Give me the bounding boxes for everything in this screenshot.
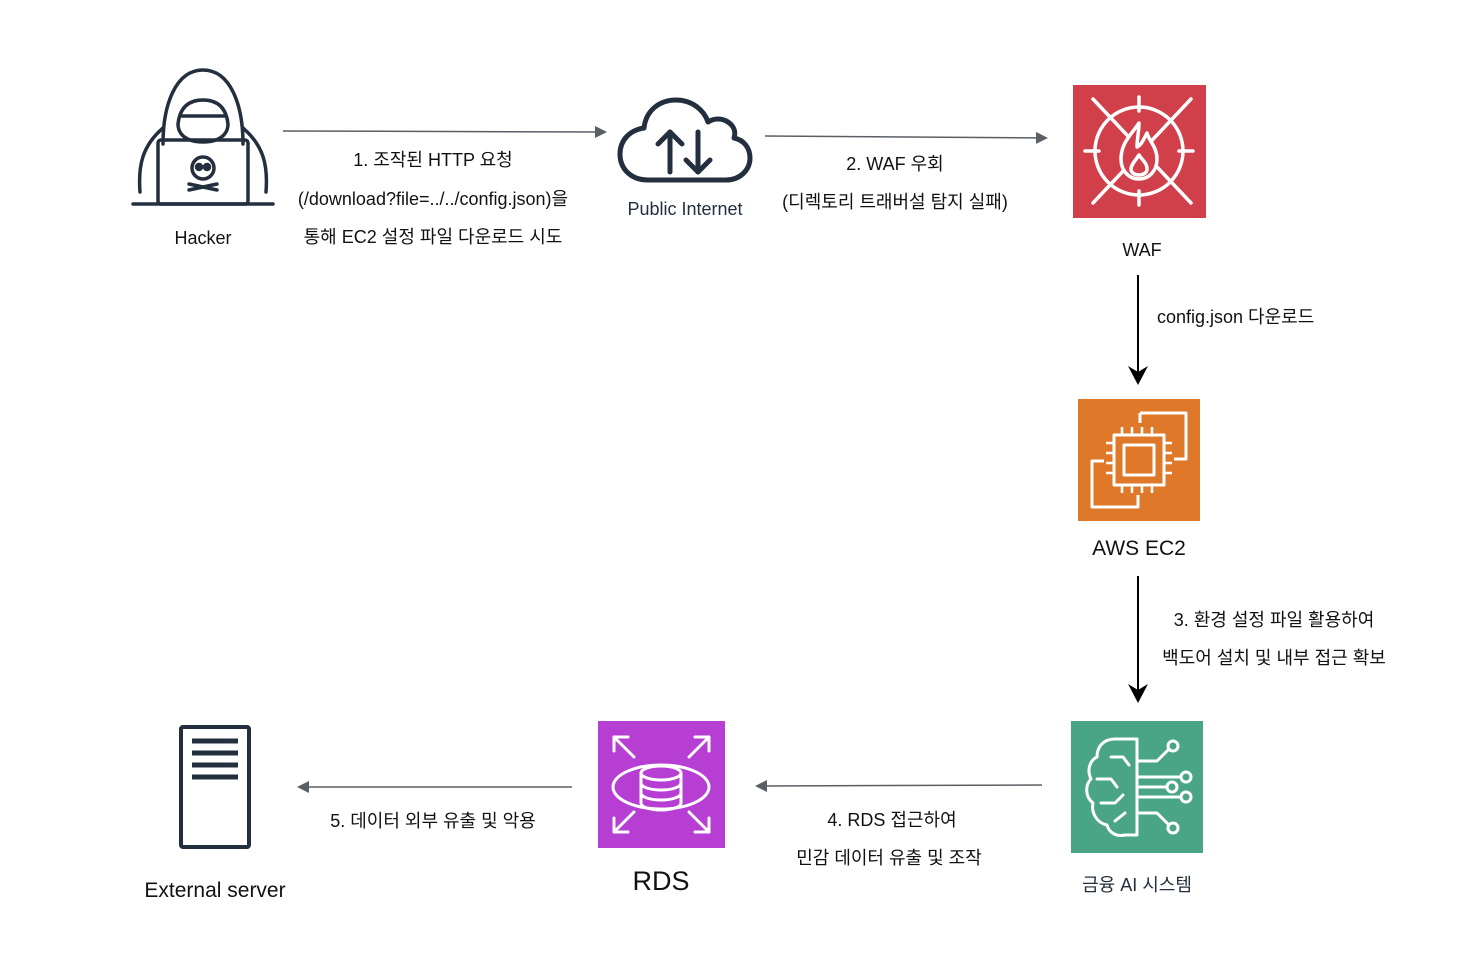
ec2-node bbox=[1078, 399, 1200, 521]
ai-label: 금융 AI 시스템 bbox=[1082, 875, 1192, 895]
external-label: External server bbox=[144, 879, 286, 902]
step3-line2: 백도어 설치 및 내부 접근 확보 bbox=[1162, 648, 1386, 668]
ec2-chip-icon bbox=[1090, 411, 1188, 509]
rds-node bbox=[598, 721, 725, 848]
arrow-ai-to-rds bbox=[755, 779, 1043, 792]
step1-line3: 통해 EC2 설정 파일 다운로드 시도 bbox=[303, 227, 563, 247]
download-label: config.json 다운로드 bbox=[1157, 307, 1315, 327]
external-node bbox=[178, 724, 252, 850]
cloud-icon bbox=[617, 97, 753, 183]
hacker-icon bbox=[131, 68, 275, 206]
step3-line1: 3. 환경 설정 파일 활용하여 bbox=[1173, 610, 1375, 630]
waf-node bbox=[1073, 85, 1206, 218]
ai-brain-icon bbox=[1085, 737, 1193, 837]
waf-label: WAF bbox=[1122, 240, 1162, 260]
step1-line1: 1. 조작된 HTTP 요청 bbox=[353, 150, 513, 170]
step4-line1: 4. RDS 접근하여 bbox=[827, 810, 957, 830]
server-icon bbox=[179, 725, 251, 849]
ai-node bbox=[1071, 721, 1203, 853]
step1-line2: (/download?file=../../config.json)을 bbox=[297, 189, 569, 209]
database-icon bbox=[611, 735, 711, 834]
rds-label: RDS bbox=[632, 866, 690, 896]
step2-line1: 2. WAF 우회 bbox=[846, 154, 944, 174]
hacker-label: Hacker bbox=[174, 228, 232, 248]
hacker-node bbox=[130, 66, 276, 210]
step4-line2: 민감 데이터 유출 및 조작 bbox=[796, 848, 982, 868]
arrow-head-ec2-to-ai bbox=[1128, 684, 1148, 703]
arrow-hacker-to-internet bbox=[282, 125, 607, 138]
ec2-label: AWS EC2 bbox=[1092, 537, 1186, 560]
arrow-internet-to-waf bbox=[764, 131, 1048, 144]
internet-node bbox=[616, 96, 754, 184]
waf-icon bbox=[1083, 95, 1195, 207]
arrow-head-waf-to-ec2 bbox=[1128, 366, 1148, 385]
internet-label: Public Internet bbox=[627, 199, 743, 219]
step2-line2: (디렉토리 트래버설 탐지 실패) bbox=[782, 192, 1008, 212]
step5-line1: 5. 데이터 외부 유출 및 악용 bbox=[330, 811, 536, 831]
